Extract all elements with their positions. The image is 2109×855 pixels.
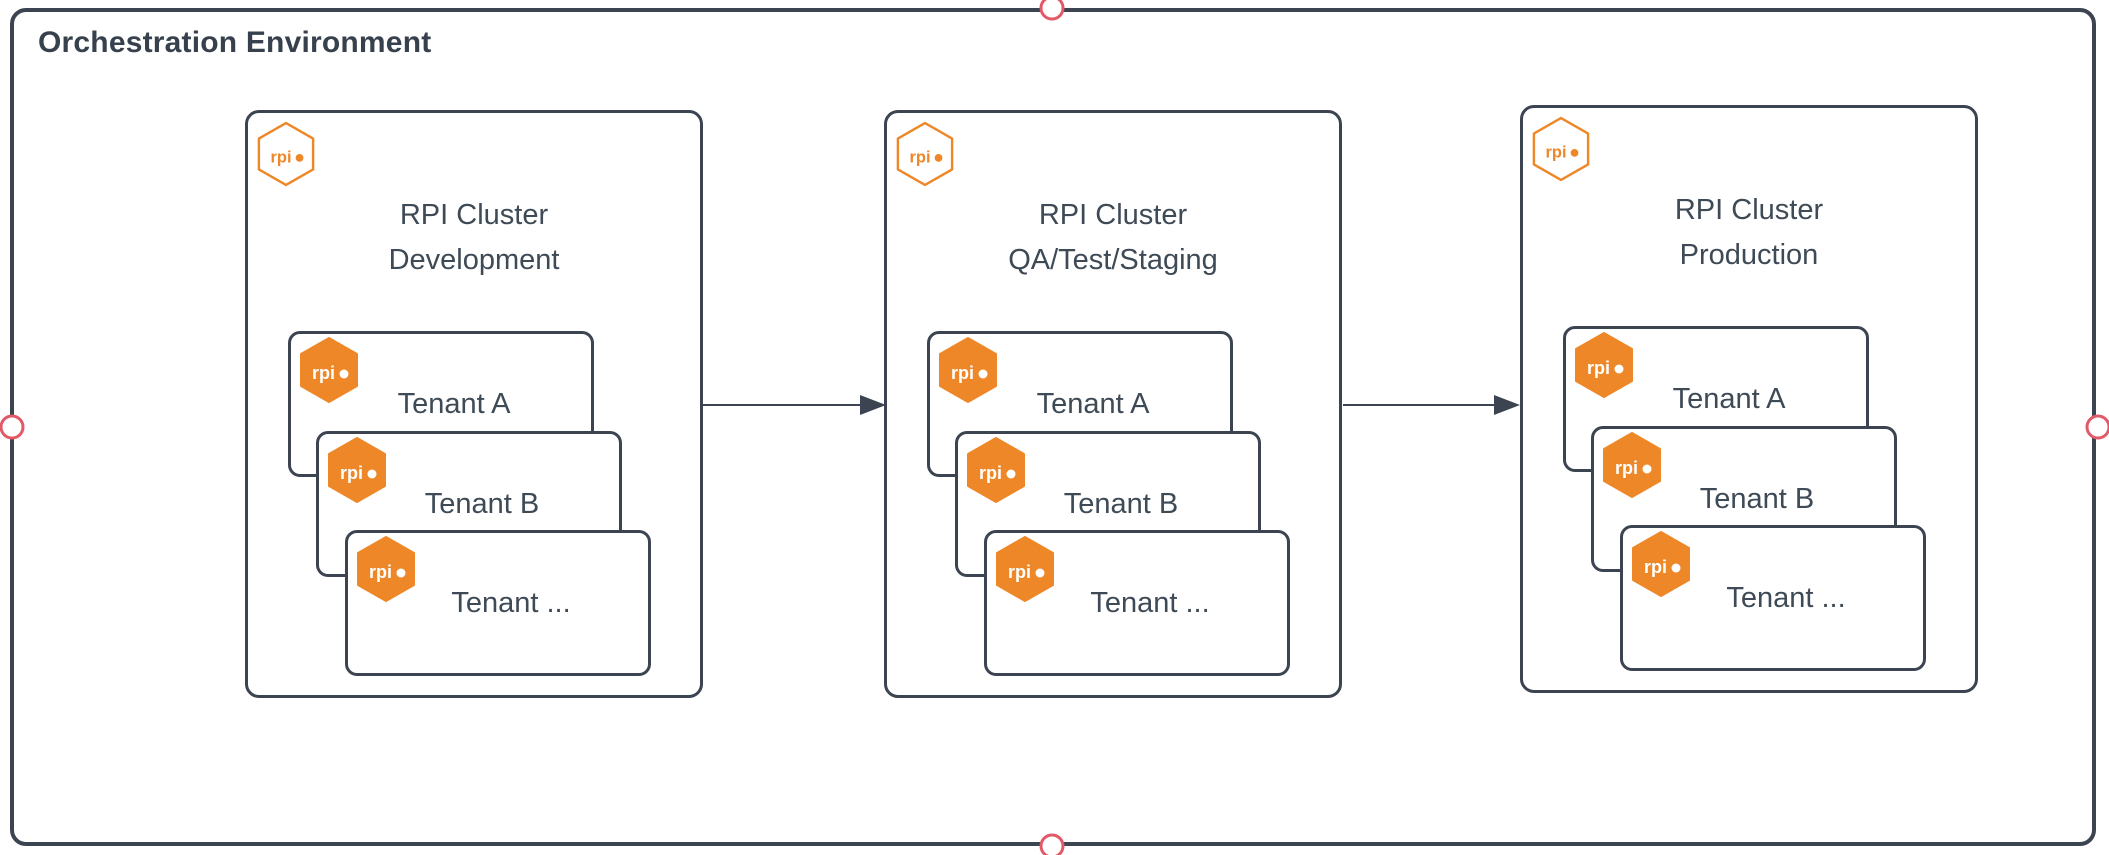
rpi-logo-outline-icon: rpi [257,121,315,187]
rpi-hexagon-icon: rpi [967,437,1025,503]
rpi-hexagon-icon: rpi [300,337,358,403]
rpi-hexagon-icon: rpi [1603,432,1661,498]
tenant-label: Tenant A [397,387,511,420]
arrowhead-icon [860,395,886,415]
tenant-label: Tenant ... [1726,581,1846,614]
cluster-title-line1: RPI Cluster [1038,199,1188,231]
rpi-logo-dot [367,469,377,479]
tenant-card-more[interactable]: rpi Tenant ... [1620,525,1926,671]
cluster-title: RPI Cluster Production [1523,188,1975,278]
rpi-logo-text: rpi [1008,562,1031,582]
tenant-label: Tenant B [1063,487,1179,520]
cluster-title-line2: Production [1679,239,1819,271]
connection-point-bottom[interactable] [1039,833,1065,855]
rpi-logo-text: rpi [1546,144,1567,162]
rpi-logo-text: rpi [340,463,363,483]
cluster-production[interactable]: rpi RPI Cluster Production rpi Tenant A … [1520,105,1978,693]
rpi-logo-text: rpi [979,463,1002,483]
rpi-logo-outline-icon: rpi [896,121,954,187]
environment-title: Orchestration Environment [38,26,432,59]
rpi-logo-dot [1614,364,1624,374]
rpi-logo-dot [1035,568,1045,578]
connection-point-top[interactable] [1039,0,1065,21]
tenant-label: Tenant ... [1090,586,1210,619]
cluster-development[interactable]: rpi RPI Cluster Development rpi Tenant A… [245,110,703,698]
rpi-logo-dot [1570,149,1579,157]
rpi-logo-dot [295,154,304,162]
rpi-logo-text: rpi [1615,458,1638,478]
cluster-title-line2: Development [388,244,560,276]
cluster-title-line1: RPI Cluster [1674,194,1824,226]
cluster-title-line1: RPI Cluster [399,199,549,231]
rpi-hexagon-icon: rpi [996,536,1054,602]
rpi-logo-text: rpi [1644,557,1667,577]
rpi-hexagon-icon: rpi [939,337,997,403]
rpi-logo-text: rpi [910,149,931,167]
rpi-logo-text: rpi [1587,358,1610,378]
cluster-title: RPI Cluster Development [248,193,700,283]
cluster-title: RPI Cluster QA/Test/Staging [887,193,1339,283]
rpi-logo-dot [978,369,988,379]
arrow-qa-to-prod[interactable] [1343,404,1496,406]
rpi-hexagon-icon: rpi [357,536,415,602]
tenant-card-more[interactable]: rpi Tenant ... [984,530,1290,676]
tenant-label: Tenant ... [451,586,571,619]
arrowhead-icon [1494,395,1520,415]
connection-point-left[interactable] [0,414,25,440]
arrow-dev-to-qa[interactable] [703,404,863,406]
rpi-logo-dot [934,154,943,162]
rpi-logo-dot [1006,469,1016,479]
tenant-card-more[interactable]: rpi Tenant ... [345,530,651,676]
rpi-hexagon-icon: rpi [328,437,386,503]
rpi-logo-outline-icon: rpi [1532,116,1590,182]
rpi-hexagon-icon: rpi [1575,332,1633,398]
cluster-qa-test-staging[interactable]: rpi RPI Cluster QA/Test/Staging rpi Tena… [884,110,1342,698]
connection-point-right[interactable] [2085,414,2109,440]
tenant-label: Tenant B [1699,482,1815,515]
rpi-hexagon-icon: rpi [1632,531,1690,597]
rpi-logo-text: rpi [312,363,335,383]
rpi-logo-text: rpi [951,363,974,383]
cluster-title-line2: QA/Test/Staging [1008,244,1218,276]
rpi-logo-dot [1642,464,1652,474]
rpi-logo-dot [1671,563,1681,573]
rpi-logo-text: rpi [369,562,392,582]
tenant-label: Tenant A [1036,387,1150,420]
rpi-logo-text: rpi [271,149,292,167]
tenant-label: Tenant B [424,487,540,520]
tenant-label: Tenant A [1672,382,1786,415]
rpi-logo-dot [339,369,349,379]
rpi-logo-dot [396,568,406,578]
